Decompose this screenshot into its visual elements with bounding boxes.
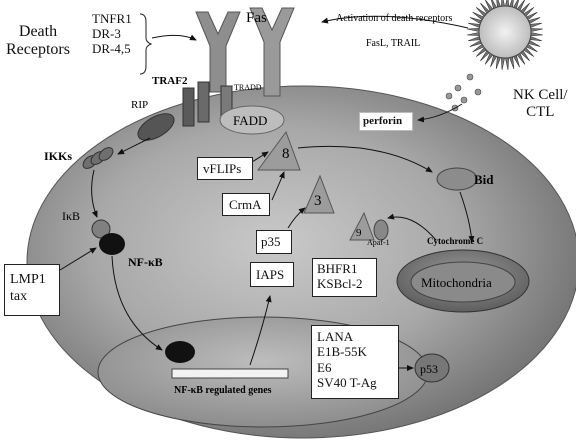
arrow-fadd-to-bid: [297, 145, 433, 173]
receptor-bracket: [139, 13, 153, 75]
fadd-label: FADD: [233, 113, 267, 128]
rip-shape: [137, 113, 175, 141]
traf2-label: TRAF2: [152, 75, 188, 87]
apaf1-label: Apaf-1: [367, 238, 390, 247]
arrow-vflip-to-8: [251, 151, 269, 163]
ikks-label: IKKs: [44, 149, 72, 163]
perforin-granules: [445, 73, 482, 112]
arrow-nk-to-fas: [321, 15, 469, 29]
mitochondria-label: Mitochondria: [421, 275, 492, 290]
bid-label: Bid: [474, 172, 494, 187]
arrow-ikks-to-ikb: [91, 169, 98, 218]
nk-cell-label: NK Cell/CTL: [513, 87, 568, 121]
rip-label: RIP: [131, 99, 148, 111]
tradd-label: TRADD: [234, 83, 262, 92]
caspase-8-shape: [257, 130, 301, 171]
arrow-receptors-to-y: [151, 34, 197, 41]
activation-label: Activation of death receptors: [336, 13, 452, 24]
fadd-shape: [219, 105, 285, 135]
mitochondria-inner: [410, 261, 516, 303]
vflips-box: vFLIPs: [197, 157, 253, 180]
perforin-box: perforin: [359, 112, 413, 131]
arrow-nfkb-to-nucleus: [111, 255, 163, 351]
caspase-9-label: 9: [356, 227, 362, 239]
arrow-traf-to-ikks: [117, 137, 151, 155]
arrow-perforin: [417, 103, 463, 123]
fas-label: Fas: [246, 10, 267, 26]
ikb-label: IκB: [62, 209, 80, 223]
arrow-crma-to-8: [271, 171, 285, 201]
nfkb-shape: [99, 233, 125, 255]
ligands-label: FasL, TRAIL: [366, 38, 420, 49]
nk-cell-icon: [467, 0, 543, 70]
caspase-8-label: 8: [282, 146, 290, 162]
nfkb-nuclear-shape: [165, 341, 195, 363]
arrow-bid-to-mito: [459, 191, 475, 243]
nfkb-label: NF-κB: [128, 255, 163, 269]
traf2-block-1: [182, 87, 195, 127]
caspase-3-shape: [303, 174, 335, 214]
genes-label: NF-κB regulated genes: [174, 385, 272, 396]
apaf1-shape: [373, 219, 389, 241]
arrow-genes-to-iaps: [249, 295, 272, 366]
p53-shape: [414, 353, 450, 383]
arrow-cyto-to-apaf: [387, 213, 437, 241]
ikks-shape: [82, 147, 114, 169]
bid-shape: [436, 167, 478, 191]
arrow-lmp1-to-nfkb: [59, 247, 97, 271]
ikb-shape: [91, 219, 111, 239]
caspase-3-label: 3: [314, 193, 322, 209]
traf2-block-2: [197, 81, 210, 123]
gene-bar: [171, 368, 289, 379]
p53-label: p53: [420, 362, 438, 376]
cytochrome-label: Cytochrome C: [427, 236, 483, 246]
receptor-y-left: [195, 11, 241, 93]
receptor-y-fas: [249, 7, 295, 97]
caspase-9-shape: [349, 211, 375, 241]
crma-box: CrmA: [222, 193, 270, 216]
iaps-box: IAPS: [250, 262, 294, 287]
p35-box: p35: [256, 230, 292, 254]
arrow-p35-to-3: [287, 207, 306, 229]
